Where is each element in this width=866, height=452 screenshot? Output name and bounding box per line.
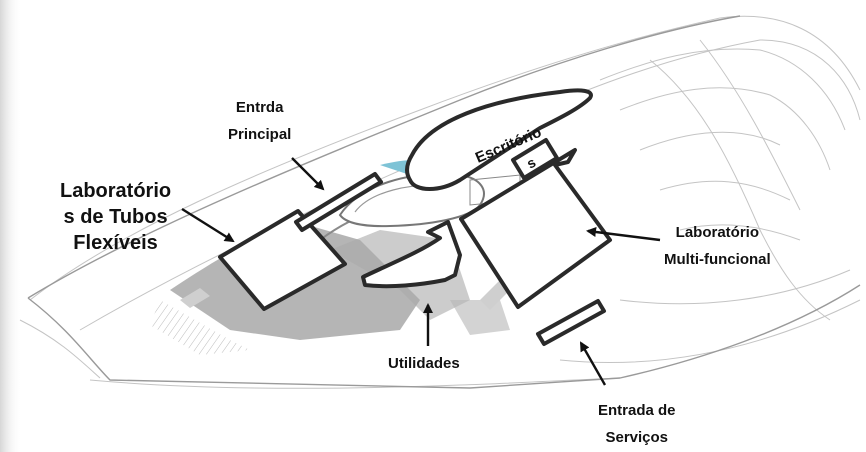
building-entrada-servicos [536, 299, 606, 346]
label-laboratorio-tubos: Laboratório s de Tubos Flexíveis [60, 180, 172, 254]
label-laboratorio-multi: Laboratório Multi-funcional [664, 224, 771, 268]
arrow-entrada-principal [291, 157, 325, 191]
building-laboratorio-multi [459, 148, 612, 309]
left-margin-shadow [0, 0, 22, 452]
building-laboratorio-tubos [218, 209, 347, 311]
arrow-lab-tubos [181, 207, 235, 243]
building-entrada-principal-canopy [294, 172, 383, 232]
label-entrada-principal: Entrda Principal [228, 99, 292, 143]
leader-arrows [181, 157, 661, 386]
label-entrada-servicos: Entrada de Serviços [598, 402, 676, 446]
arrow-lab-multi [586, 227, 661, 242]
label-utilidades: Utilidades [388, 355, 460, 372]
buildings [218, 88, 612, 346]
building-escritorio-annex [511, 138, 559, 180]
building-utilidades [361, 220, 462, 289]
site-boundary [27, 15, 861, 389]
building-escritorio [405, 88, 593, 191]
arrow-entrada-servicos [579, 341, 607, 386]
